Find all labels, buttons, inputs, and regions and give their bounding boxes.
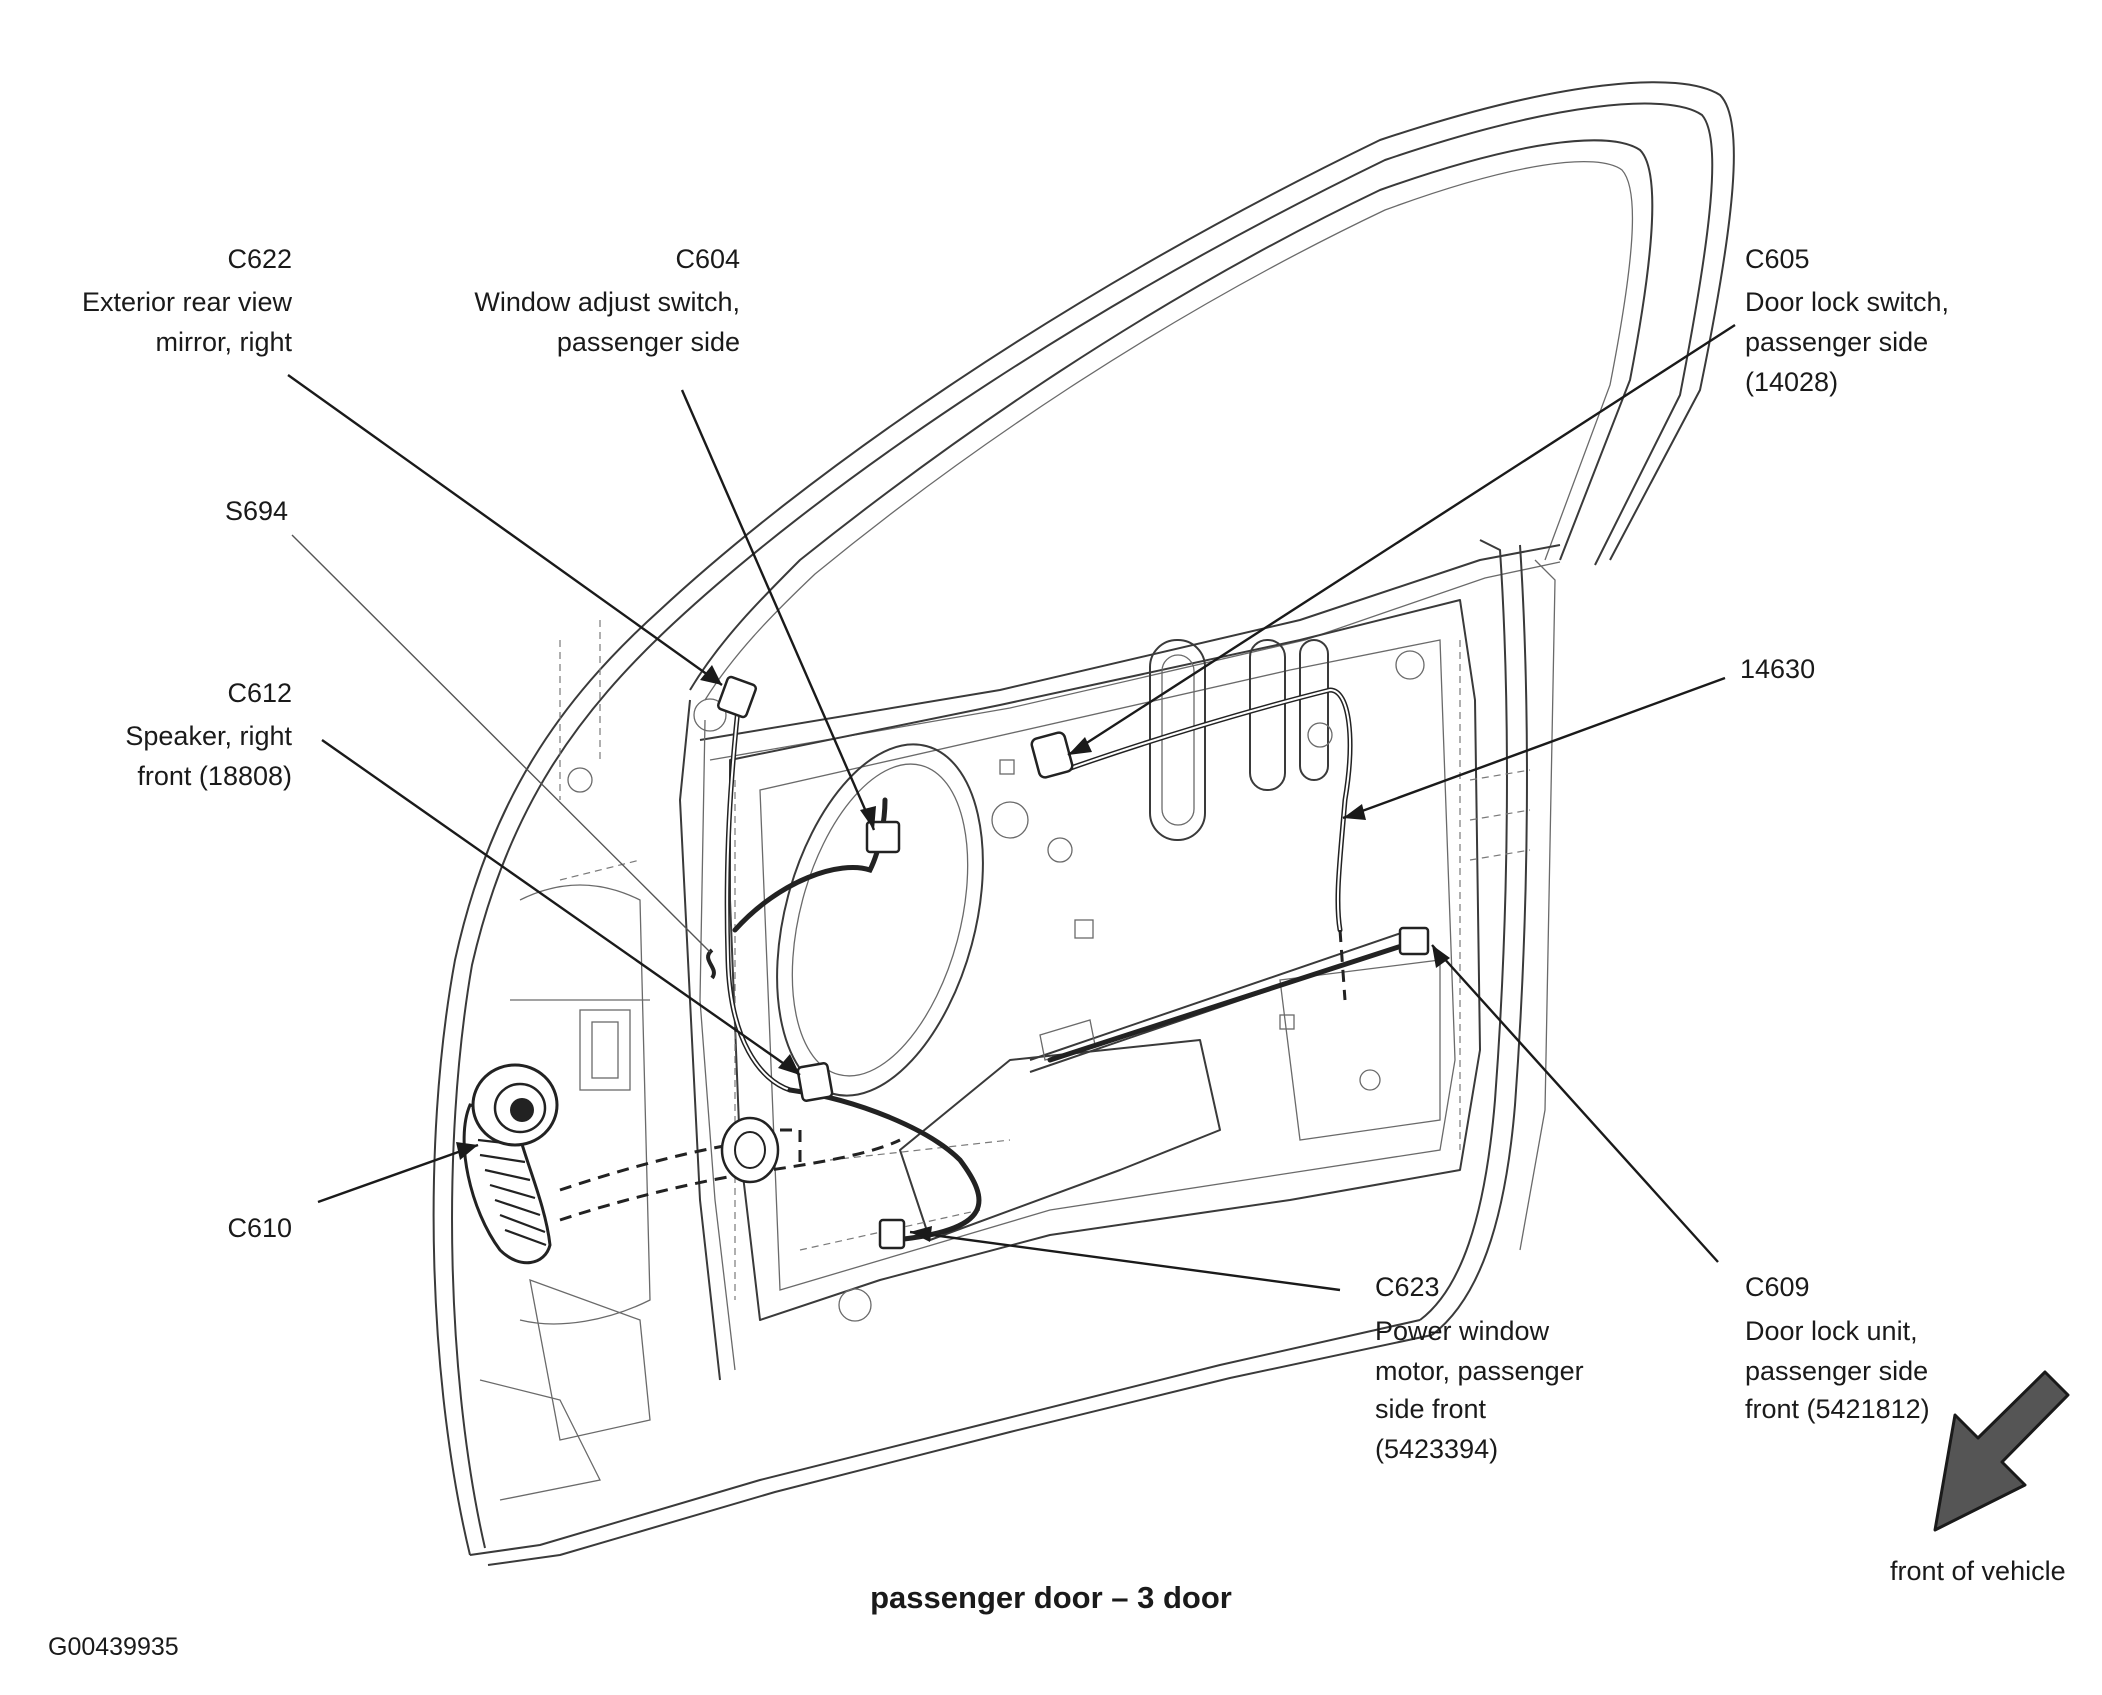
leader-lines [287, 323, 1736, 1292]
callout-c605-id: C605 [1745, 244, 1810, 274]
connector-c623 [878, 1218, 906, 1250]
connector-c609 [1398, 926, 1430, 956]
callout-c622: C622 Exterior rear view mirror, right [82, 244, 293, 357]
callout-c609: C609 Door lock unit, passenger side fron… [1745, 1272, 1930, 1424]
front-of-vehicle-label: front of vehicle [1890, 1556, 2066, 1586]
callout-c605-line1: Door lock switch, [1745, 287, 1949, 317]
callout-c623-line4: (5423394) [1375, 1434, 1498, 1464]
leader-c604 [680, 389, 876, 831]
callout-s694: S694 [225, 496, 288, 526]
callout-c610: C610 [227, 1213, 292, 1243]
callout-c623-line3: side front [1375, 1394, 1487, 1424]
figure-caption: passenger door – 3 door [870, 1580, 1232, 1615]
leader-c605 [1067, 323, 1736, 757]
callout-c605-line3: (14028) [1745, 367, 1838, 397]
leader-s694 [291, 534, 711, 953]
connector-c605 [1030, 731, 1074, 779]
callout-c623-id: C623 [1375, 1272, 1440, 1302]
leader-c609 [1431, 944, 1719, 1263]
callout-c623-line1: Power window [1375, 1316, 1550, 1346]
callout-c622-line2: mirror, right [155, 327, 292, 357]
callout-c604-line2: passenger side [557, 327, 740, 357]
callout-14630: 14630 [1740, 654, 1815, 684]
callout-c623: C623 Power window motor, passenger side … [1375, 1272, 1584, 1464]
leader-c623 [909, 1230, 1341, 1292]
callout-c612-line1: Speaker, right [125, 721, 292, 751]
leader-c612 [321, 739, 801, 1076]
connectors [706, 675, 1430, 1250]
wiring-harness [462, 687, 1423, 1265]
callout-s694-id: S694 [225, 496, 288, 526]
leader-c622 [287, 374, 723, 686]
callout-c605-line2: passenger side [1745, 327, 1928, 357]
splice-s694 [706, 948, 716, 980]
callout-c604: C604 Window adjust switch, passenger sid… [474, 244, 740, 357]
leader-c610 [317, 1143, 479, 1204]
callout-c612: C612 Speaker, right front (18808) [125, 678, 292, 791]
figure-id: G00439935 [48, 1633, 179, 1661]
callout-c610-id: C610 [227, 1213, 292, 1243]
callout-c609-line1: Door lock unit, [1745, 1316, 1918, 1346]
callout-c612-line2: front (18808) [137, 761, 292, 791]
callout-c622-id: C622 [227, 244, 292, 274]
connector-c612 [796, 1062, 834, 1102]
callout-c612-id: C612 [227, 678, 292, 708]
callout-c604-line1: Window adjust switch, [474, 287, 740, 317]
callout-c605: C605 Door lock switch, passenger side (1… [1745, 244, 1949, 397]
callout-c623-line2: motor, passenger [1375, 1356, 1584, 1386]
callout-c609-line3: front (5421812) [1745, 1394, 1930, 1424]
front-direction-arrow-icon [1933, 1370, 2070, 1532]
callout-c609-line2: passenger side [1745, 1356, 1928, 1386]
door-outline [432, 81, 1735, 1566]
leader-14630 [1342, 676, 1726, 820]
callout-c622-line1: Exterior rear view [82, 287, 293, 317]
connector-c622 [716, 675, 758, 719]
callout-c609-id: C609 [1745, 1272, 1810, 1302]
callout-c604-id: C604 [675, 244, 740, 274]
callout-14630-id: 14630 [1740, 654, 1815, 684]
